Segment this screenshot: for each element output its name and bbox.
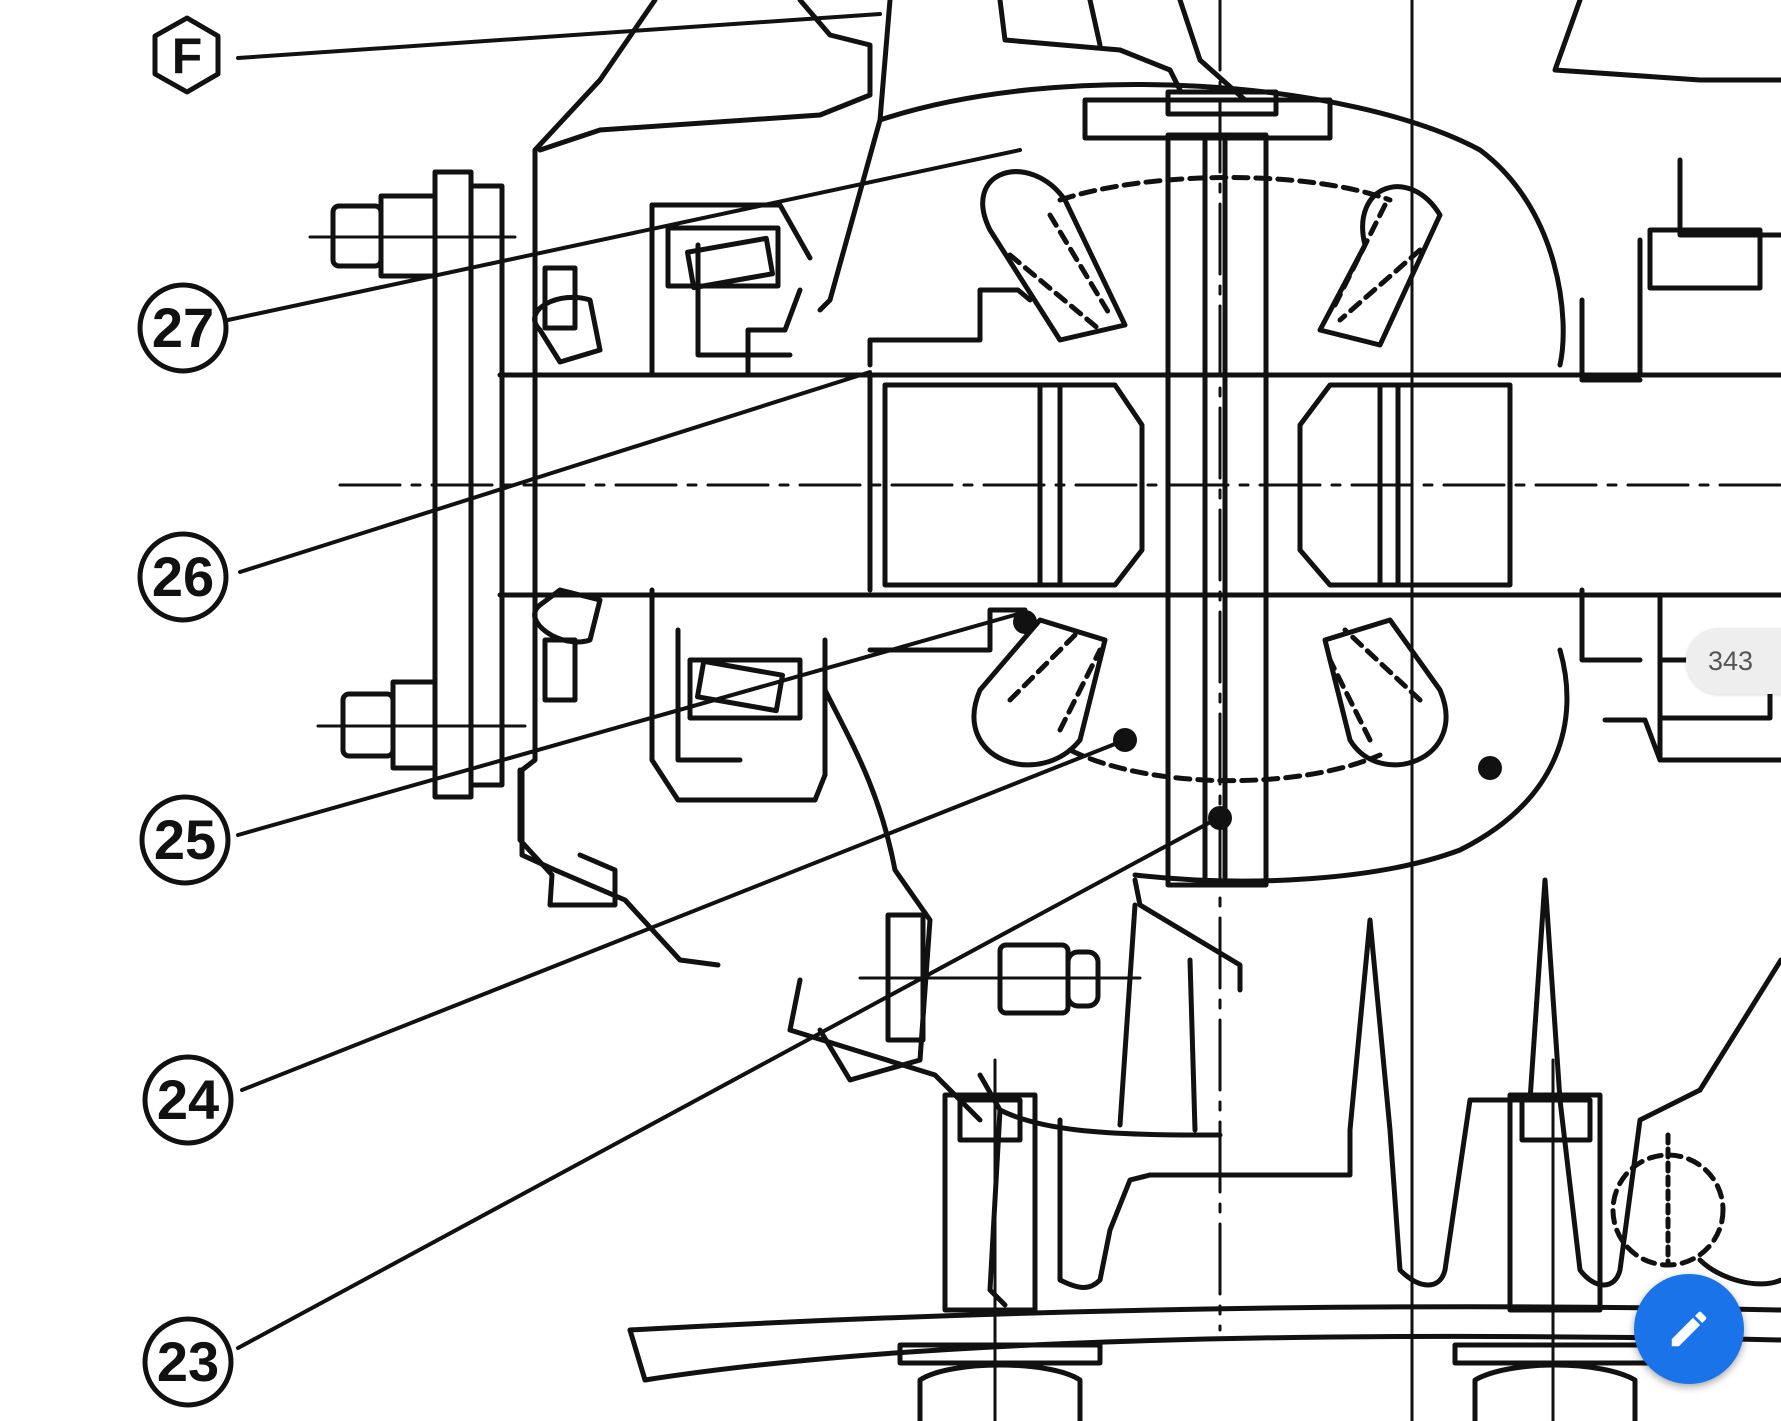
pencil-icon [1671, 1311, 1707, 1347]
leader-lines [226, 12, 1220, 1350]
bearings [532, 225, 1773, 721]
page-number-badge: 343 [1686, 628, 1781, 694]
callout-hex-f [152, 15, 221, 95]
centre-lines [308, 0, 1781, 1421]
callout-26-label: 26 [152, 545, 214, 608]
callout-f-label: F [172, 28, 203, 84]
axle-flange [330, 169, 505, 800]
base-plate [627, 1304, 1781, 1421]
callout-circle-27 [137, 282, 229, 374]
lower-housing [787, 687, 1781, 1308]
callout-27-label: 27 [152, 296, 214, 359]
callout-24-label: 24 [157, 1068, 219, 1131]
pinion-gears [971, 169, 1449, 784]
callout-circle-23 [142, 1316, 234, 1408]
callout-23-label: 23 [157, 1330, 219, 1393]
edit-button[interactable] [1634, 1274, 1744, 1384]
callout-circle-26 [137, 531, 229, 623]
callout-25-label: 25 [154, 808, 216, 871]
housing-outline [517, 0, 1248, 968]
page-number-label: 343 [1708, 645, 1754, 676]
axle-shaft [497, 372, 1781, 598]
callout-circle-25 [139, 794, 231, 886]
bolts [885, 912, 1603, 1421]
carrier-case [867, 0, 1781, 884]
cross-pin [1082, 89, 1333, 888]
callout-circle-24 [142, 1054, 234, 1146]
